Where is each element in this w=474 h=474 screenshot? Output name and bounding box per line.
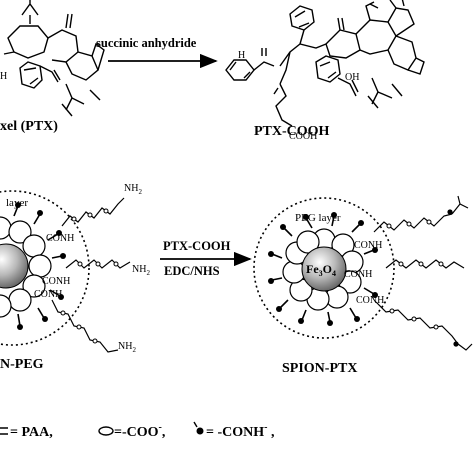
legend-conh: = -CONH- , [206,422,274,440]
nh2-end-1: NH2 [124,183,142,196]
right-shell-label: PEG layer [295,212,341,224]
reagent-edc-nhs: EDC/NHS [164,264,220,278]
ptx-label: xel (PTX) [0,119,58,134]
left-conh-1: CONH [46,233,74,244]
cooh-group: COOH [289,131,317,142]
legend-coo: =-COO-, [114,422,165,440]
left-conh-2: CONH [42,276,70,287]
right-conh-3: CONH [356,295,384,306]
ptx-cooh-h-atom: H [238,50,245,61]
reagent-ptx-cooh: PTX-COOH [163,239,231,253]
reagent-succinic-anhydride: succinic anhydride [96,36,197,50]
right-conh-2: CONH [344,269,372,280]
ptx-oh-atom: H [0,71,7,82]
right-conh-1: CONH [354,240,382,251]
ptx-cooh-label: PTX-COOH [254,124,330,139]
spion-ptx-label: SPION-PTX [282,361,357,376]
spion-ptx-nanoparticle [253,195,473,351]
conh-legend-icon [196,427,204,435]
paa-legend-icon [0,427,8,435]
left-shell-label: layer [6,197,28,209]
nh2-end-3: NH2 [118,341,136,354]
legend: = PAA, =-COO-, = -CONH- , [0,421,274,440]
legend-paa: = PAA, [10,425,53,440]
spion-peg-nanoparticle [0,190,131,353]
ptx-cooh-structure [225,0,425,127]
ptx-cooh-oh-atom: OH [345,72,359,83]
left-conh-3: CONH [34,289,62,300]
core-label: Fe3O4 [306,262,336,278]
coo-legend-icon [98,426,114,436]
nh2-end-2: NH2 [132,264,150,277]
spion-peg-label: N-PEG [0,357,44,372]
ptx-structure [3,0,105,117]
